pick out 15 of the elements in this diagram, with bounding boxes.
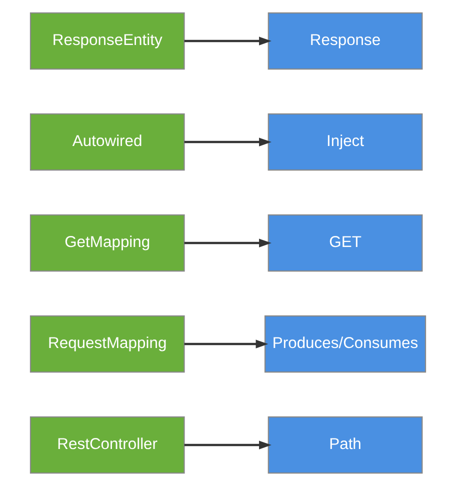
arrow bbox=[184, 440, 271, 450]
node-box: Response bbox=[267, 12, 422, 70]
node-box: Inject bbox=[267, 113, 422, 171]
node-box: ResponseEntity bbox=[29, 12, 184, 70]
node-box: RestController bbox=[29, 416, 184, 474]
node-box: Path bbox=[267, 416, 422, 474]
node-box: GetMapping bbox=[29, 214, 184, 272]
arrow bbox=[184, 340, 268, 348]
node-box: RequestMapping bbox=[29, 315, 184, 373]
arrow bbox=[184, 138, 271, 146]
arrow bbox=[184, 238, 271, 248]
node-box: Produces/Consumes bbox=[264, 315, 426, 373]
node-box: Autowired bbox=[29, 113, 184, 171]
arrow bbox=[184, 36, 271, 46]
node-box: GET bbox=[267, 214, 422, 272]
